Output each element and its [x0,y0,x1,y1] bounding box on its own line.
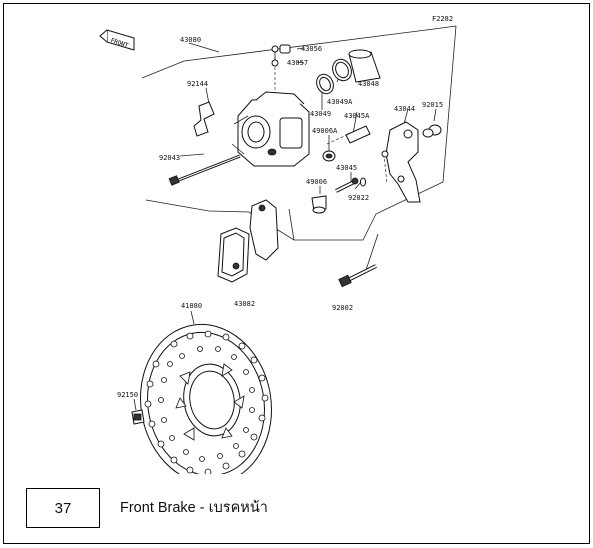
circlip [360,177,366,187]
label-92043: 92043 [159,154,180,162]
label-43056: 43056 [301,45,322,53]
label-41080: 41080 [181,302,202,310]
boundary-line-right [145,25,457,241]
caption-row: 37 Front Brake - เบรคหน้า [26,488,566,530]
piston-seals [316,58,352,95]
collar [422,124,442,138]
label-43044: 43044 [394,105,415,113]
label-43048: 43048 [358,80,379,88]
caliper-holder-bracket [381,121,421,203]
part-number-labels: 43080 43056 43057 43048 92144 43049A 430… [117,36,443,399]
brake-pads [217,199,279,283]
boot-lower [311,195,327,214]
dust-boot [322,150,336,162]
label-43045a: 43045A [344,112,370,120]
label-43057: 43057 [287,59,308,67]
diagram-caption: Front Brake - เบรคหน้า [120,500,268,516]
page-frame: F2282 FRONT [3,3,590,544]
label-92150: 92150 [117,391,138,399]
label-43049a: 43049A [327,98,353,106]
caliper-body [231,91,310,167]
page-number-box: 37 [26,488,100,528]
front-brake-exploded-diagram: F2282 FRONT [99,15,457,474]
boundary-line-lower [288,208,295,241]
page-number: 37 [54,499,72,517]
label-43080: 43080 [180,36,201,44]
label-92144: 92144 [187,80,208,88]
bleeder-valve [271,44,291,67]
label-92022: 92022 [348,194,369,202]
leader-lines [133,42,437,411]
boundary-line-upper [141,25,457,79]
front-direction-tag: FRONT [99,29,135,51]
sleeve-lower [335,177,359,193]
label-43045: 43045 [336,164,357,172]
pad-spring [193,101,215,137]
label-43082: 43082 [234,300,255,308]
label-49006a: 49006A [312,127,338,135]
label-92002: 92002 [332,304,353,312]
caliper-mount-bolt [338,264,377,288]
piston [348,49,381,83]
caliper-pin-bolt [168,154,241,186]
label-92015: 92015 [422,101,443,109]
sleeve-upper [345,125,371,144]
label-43049: 43049 [310,110,331,118]
brake-disc [139,323,273,474]
figure-code: F2282 [432,15,453,23]
disc-mounting-bolt [131,409,145,425]
label-49006: 49006 [306,178,327,186]
